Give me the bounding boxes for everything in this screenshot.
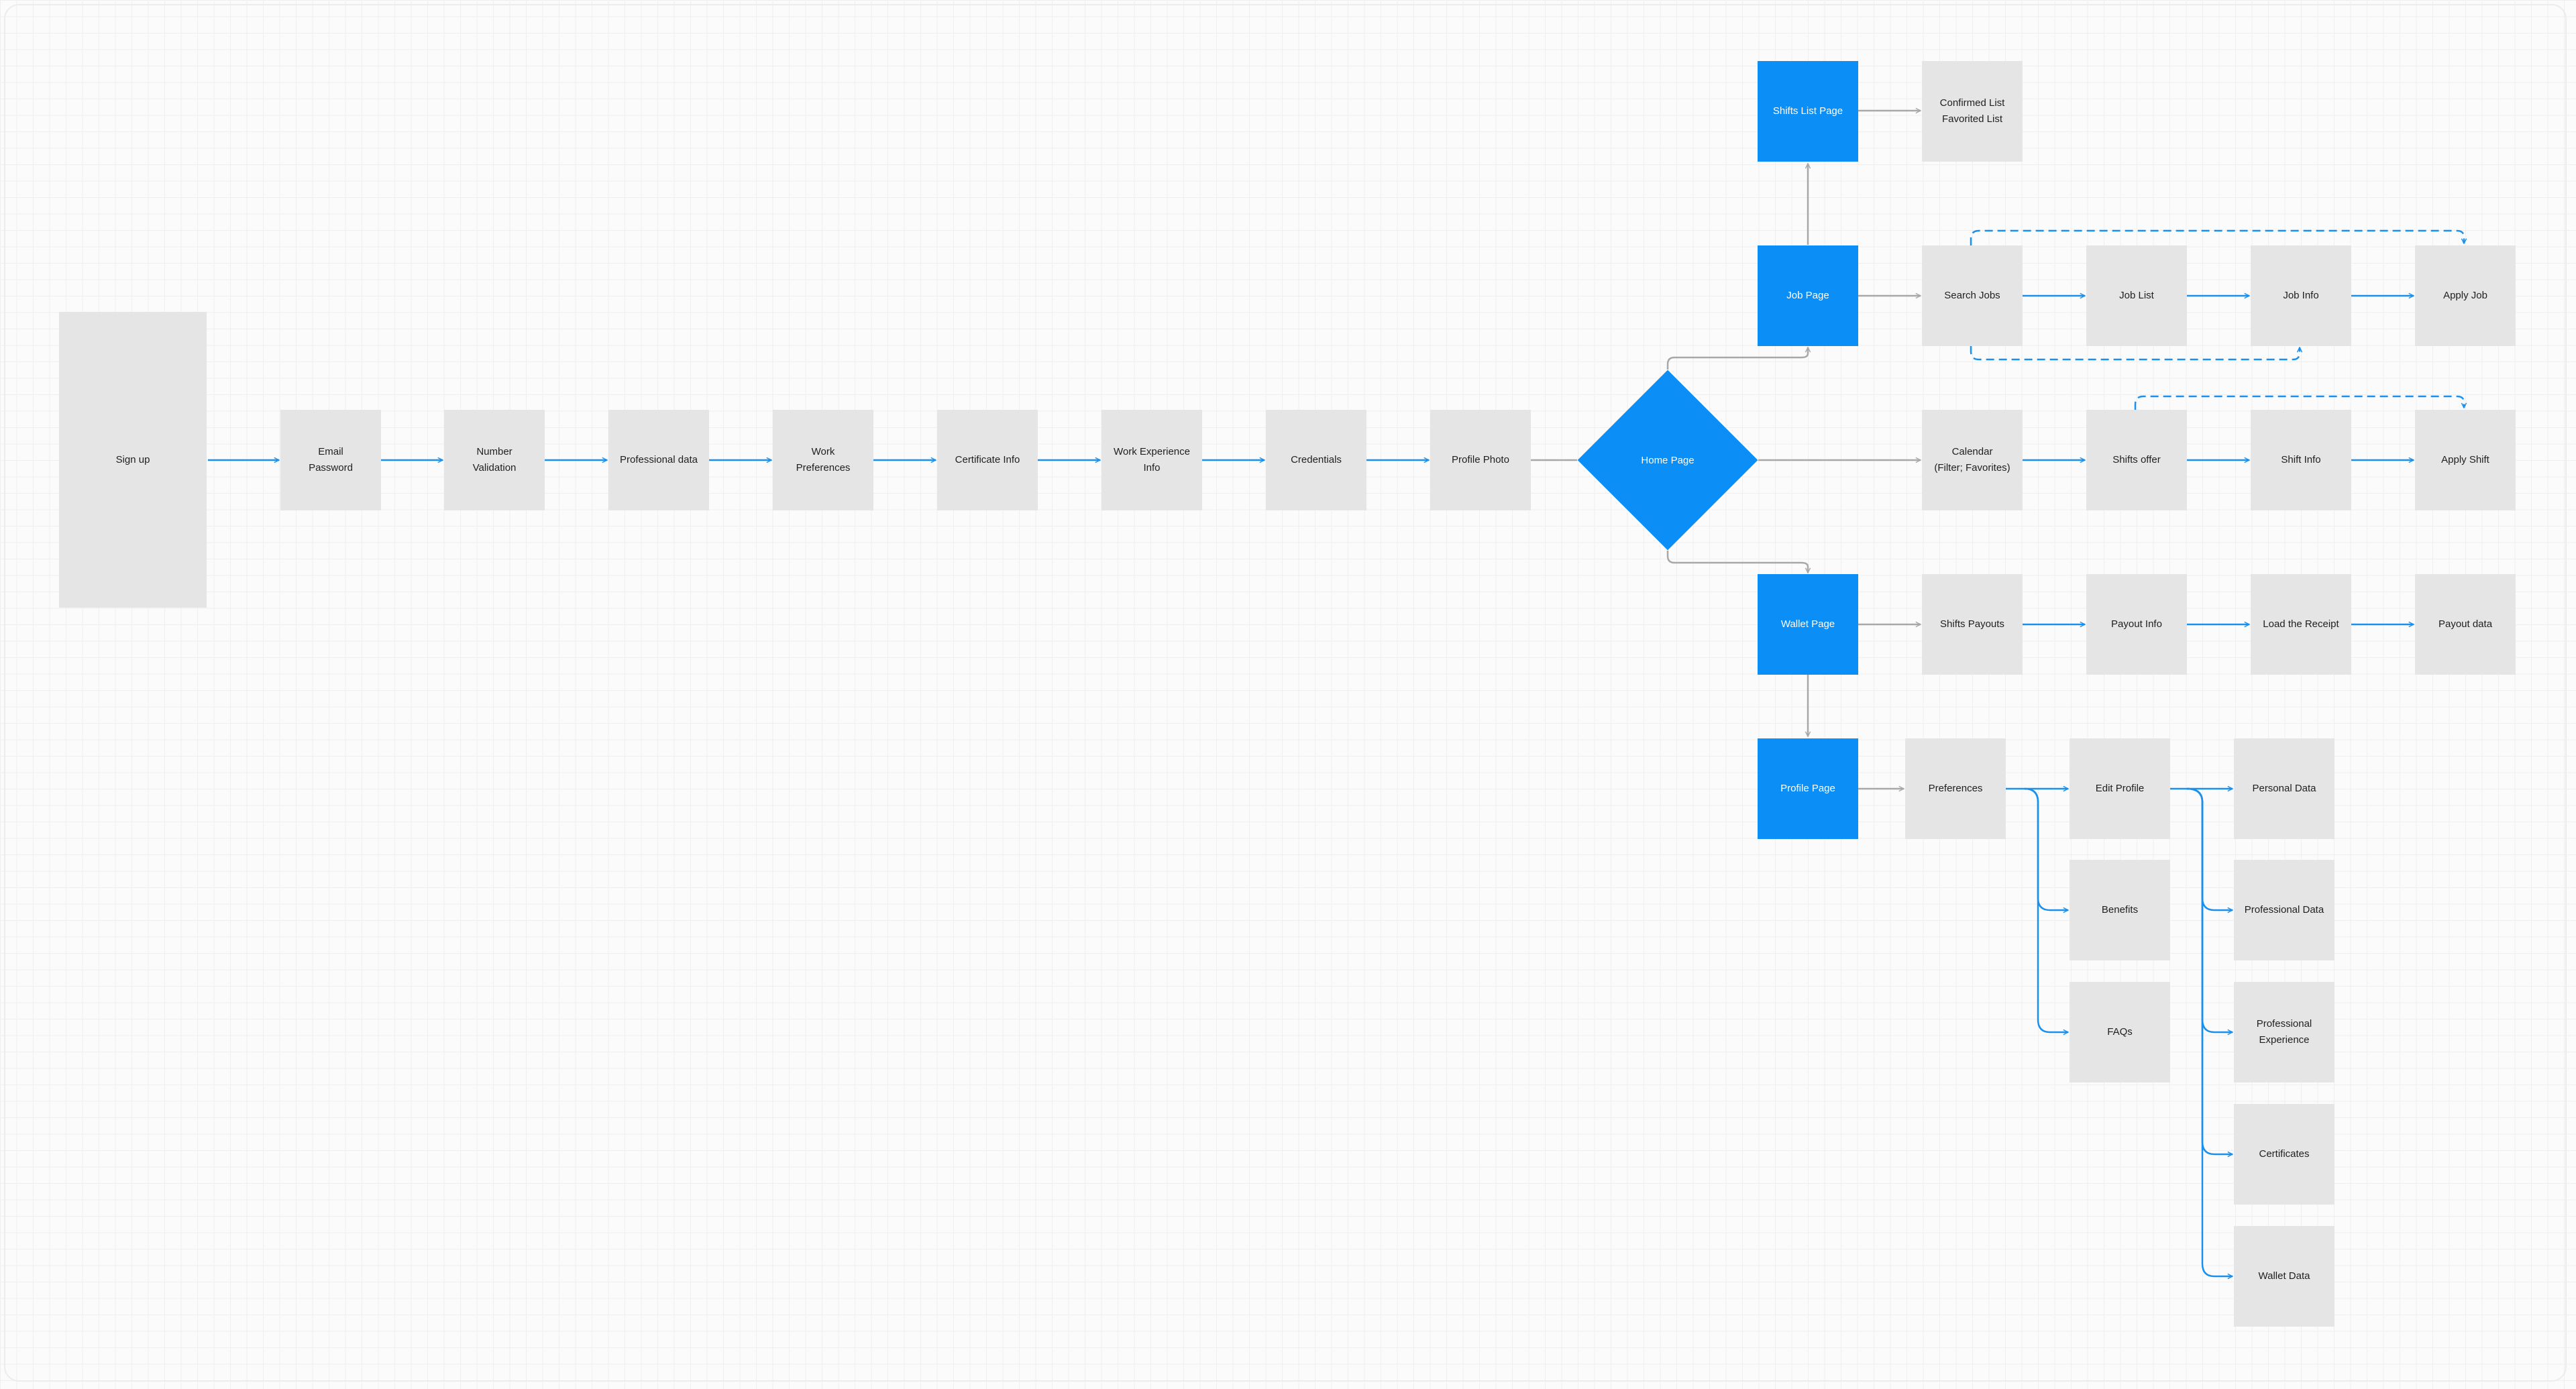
node-job-list[interactable]: Job List	[2086, 245, 2187, 346]
node-profile-photo[interactable]: Profile Photo	[1430, 410, 1531, 510]
node-work-experience-info[interactable]: Work Experience Info	[1102, 410, 1202, 510]
node-professional-experience[interactable]: Professional Experience	[2234, 982, 2334, 1082]
node-calendar[interactable]: Calendar (Filter; Favorites)	[1922, 410, 2023, 510]
node-home-page[interactable]: Home Page	[1577, 370, 1758, 551]
edge-preferences-faqs	[2024, 787, 2068, 1032]
edge-edit-wallet-data	[2186, 787, 2233, 1276]
node-faqs[interactable]: FAQs	[2070, 982, 2170, 1082]
node-apply-shift[interactable]: Apply Shift	[2415, 410, 2516, 510]
node-work-preferences[interactable]: Work Preferences	[773, 410, 873, 510]
node-wallet-data[interactable]: Wallet Data	[2234, 1226, 2334, 1327]
node-confirmed-favorited-list[interactable]: Confirmed List Favorited List	[1922, 61, 2023, 162]
node-preferences[interactable]: Preferences	[1905, 738, 2006, 839]
node-shifts-payouts[interactable]: Shifts Payouts	[1922, 574, 2023, 675]
node-shift-info[interactable]: Shift Info	[2251, 410, 2351, 510]
edge-edit-certificates	[2186, 787, 2233, 1154]
node-shifts-offer[interactable]: Shifts offer	[2086, 410, 2187, 510]
node-payout-info[interactable]: Payout Info	[2086, 574, 2187, 675]
node-benefits[interactable]: Benefits	[2070, 860, 2170, 960]
home-page-label: Home Page	[1641, 454, 1695, 466]
node-personal-data[interactable]: Personal Data	[2234, 738, 2334, 839]
node-payout-data[interactable]: Payout data	[2415, 574, 2516, 675]
edge-shifts-offer-to-apply-shortcut	[2134, 395, 2464, 410]
canvas-frame	[4, 4, 2567, 1382]
node-apply-job[interactable]: Apply Job	[2415, 245, 2516, 346]
edge-search-to-jobinfo-shortcut	[1970, 346, 2300, 361]
node-profile-page[interactable]: Profile Page	[1758, 738, 1858, 839]
node-search-jobs[interactable]: Search Jobs	[1922, 245, 2023, 346]
node-email-password[interactable]: Email Password	[280, 410, 381, 510]
node-signup[interactable]: Sign up	[59, 312, 207, 608]
node-professional-data-profile[interactable]: Professional Data	[2234, 860, 2334, 960]
node-number-validation[interactable]: Number Validation	[444, 410, 545, 510]
node-wallet-page[interactable]: Wallet Page	[1758, 574, 1858, 675]
node-credentials[interactable]: Credentials	[1266, 410, 1366, 510]
edge-home-wallet-page	[1666, 551, 1808, 573]
node-professional-data[interactable]: Professional data	[608, 410, 709, 510]
node-job-page[interactable]: Job Page	[1758, 245, 1858, 346]
node-job-info[interactable]: Job Info	[2251, 245, 2351, 346]
edge-edit-professional-data	[2186, 787, 2233, 910]
edge-search-to-apply-shortcut	[1970, 229, 2464, 245]
node-shifts-list-page[interactable]: Shifts List Page	[1758, 61, 1858, 162]
node-edit-profile[interactable]: Edit Profile	[2070, 738, 2170, 839]
edge-preferences-benefits	[2024, 787, 2068, 910]
edge-home-job-page	[1666, 347, 1808, 370]
node-certificate-info[interactable]: Certificate Info	[937, 410, 1038, 510]
node-certificates[interactable]: Certificates	[2234, 1104, 2334, 1205]
node-load-receipt[interactable]: Load the Receipt	[2251, 574, 2351, 675]
